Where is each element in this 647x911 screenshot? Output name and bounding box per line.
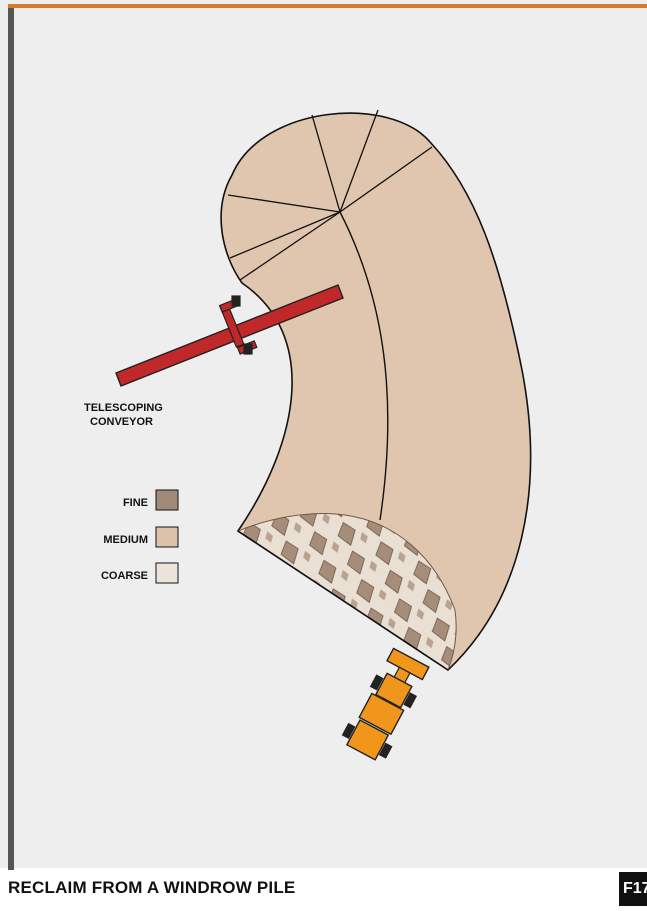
conveyor-label-line1: TELESCOPING [84,402,163,414]
legend-label-coarse: COARSE [101,570,148,582]
figure-caption: RECLAIM FROM A WINDROW PILE [8,878,295,898]
legend-label-fine: FINE [123,497,148,509]
conveyor-label-line2: CONVEYOR [90,416,153,428]
frame-left-bar [8,4,14,870]
legend-label-medium: MEDIUM [103,534,148,546]
frame-top-bar [8,4,647,8]
figure-tag: F17 [619,872,647,906]
legend-swatch-fine [156,490,178,510]
legend-swatch-medium [156,527,178,547]
legend-swatch-coarse [156,563,178,583]
